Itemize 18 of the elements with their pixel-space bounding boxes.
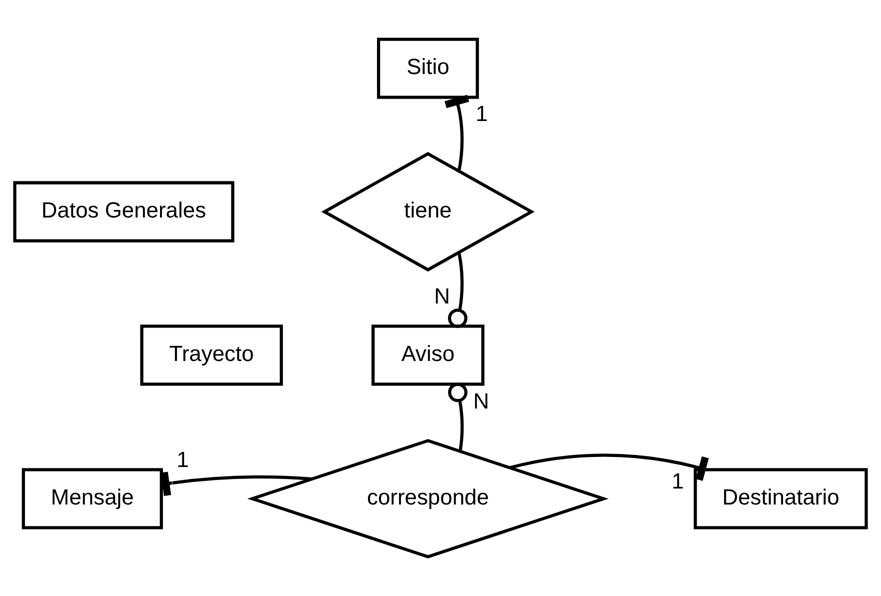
node-box: Mensaje <box>22 468 163 530</box>
connector <box>160 472 312 496</box>
edge-label: 1 <box>476 101 488 126</box>
connector <box>444 94 470 172</box>
edge-label: 1 <box>672 468 684 494</box>
node-box: Datos Generales <box>13 181 234 242</box>
node-box: Trayecto <box>140 324 283 386</box>
node-diamond: corresponde <box>247 439 609 558</box>
edge-label: N <box>473 388 490 414</box>
node-diamond: tiene <box>321 152 535 272</box>
edge-label: 1 <box>176 446 189 472</box>
connector <box>448 252 468 328</box>
connector <box>510 454 709 481</box>
edge-label: N <box>434 284 450 309</box>
node-box: Sitio <box>377 38 479 99</box>
node-box: Aviso <box>372 324 484 386</box>
connector <box>448 382 468 452</box>
node-box: Destinatario <box>694 468 868 530</box>
